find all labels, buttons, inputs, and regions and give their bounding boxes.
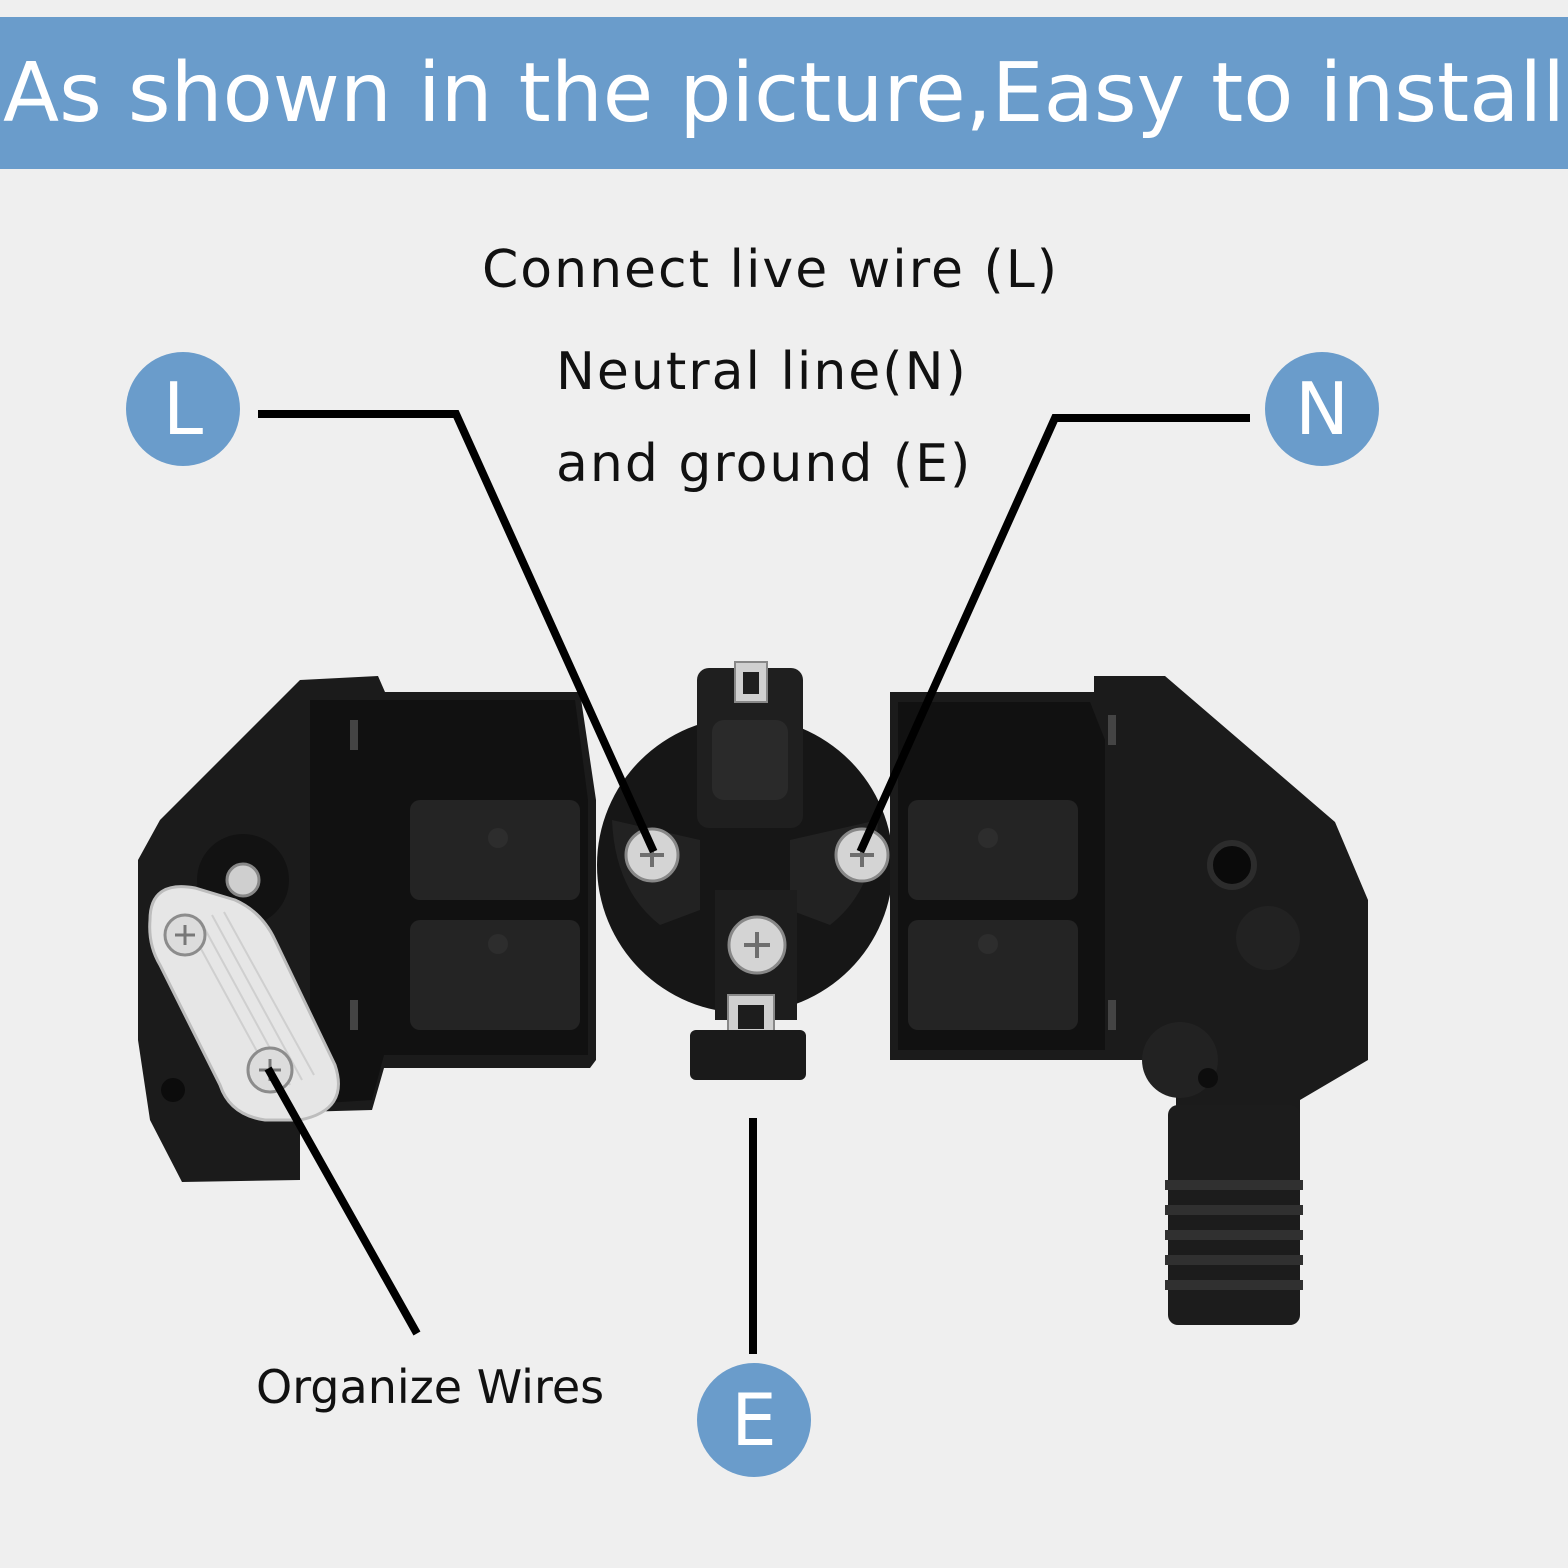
instruction-line-1: Connect live wire (L) [482,240,1060,300]
banner-title: As shown in the picture,Easy to install [3,45,1565,141]
leader-line-organize [264,1066,421,1336]
leader-line-live [258,410,658,854]
plug-insert [597,661,893,1080]
instruction-line-2: Neutral line(N) [556,342,968,402]
instruction-line-3: and ground (E) [556,434,973,494]
live-badge: L [126,352,240,466]
right-housing-half [890,676,1368,1325]
neutral-badge: N [1265,352,1379,466]
title-banner: As shown in the picture,Easy to install [0,17,1568,169]
organize-wires-caption: Organize Wires [256,1360,605,1414]
cable-clamp [148,885,340,1122]
earth-badge: E [697,1363,811,1477]
leader-line-neutral [856,414,1250,854]
